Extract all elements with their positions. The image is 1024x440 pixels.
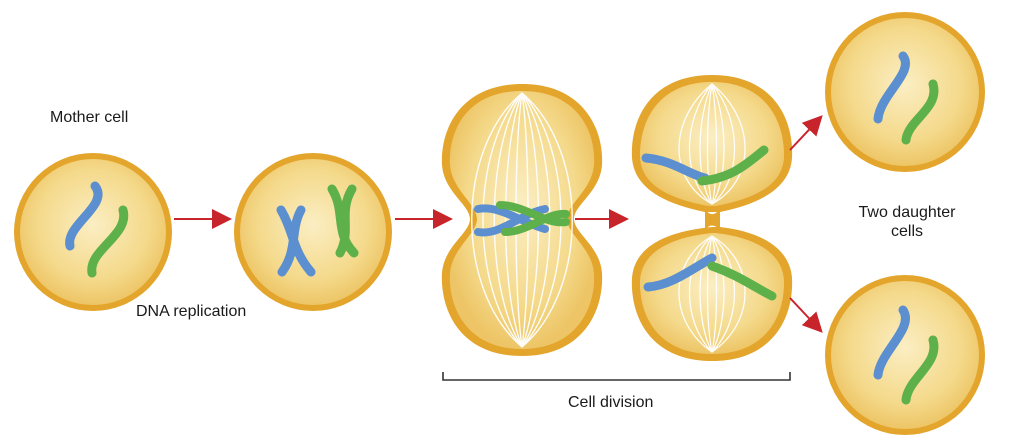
chromosome-blue-aligned-2 — [474, 205, 549, 237]
chromosome-green — [87, 205, 129, 278]
mother-cell-label: Mother cell — [50, 109, 129, 126]
chromosome-green-x-2 — [327, 184, 359, 258]
chromosome-blue-aligned-1 — [474, 204, 549, 233]
chromosome-blue — [873, 51, 910, 124]
chromosome-green — [901, 335, 939, 405]
spindle-fibers-top — [678, 83, 746, 205]
chromosome-green-top — [697, 145, 769, 186]
chromosome-blue — [65, 181, 103, 251]
metaphase-cell — [441, 84, 603, 356]
two-daughter-cells-label-line1: Two daughter — [858, 204, 956, 221]
chromosome-green-aligned-1 — [496, 201, 570, 227]
two-daughter-cells-label: Two daughter cells — [852, 203, 962, 241]
chromosome-blue-x-2 — [276, 205, 316, 277]
cell-division-label: Cell division — [568, 394, 654, 411]
replicated-cell — [234, 153, 392, 311]
dividing-cell — [631, 75, 793, 361]
chromosome-blue-bottom — [643, 253, 717, 292]
chromosome-blue — [873, 305, 910, 380]
chromosome-green-x-1 — [335, 184, 357, 258]
chromosome-green — [901, 79, 939, 145]
daughter-cell-bottom — [825, 275, 985, 435]
dna-replication-label: DNA replication — [136, 303, 247, 320]
two-daughter-cells-label-line2: cells — [890, 223, 923, 240]
daughter-cell-top — [825, 12, 985, 172]
spindle-fibers-bottom — [678, 235, 746, 353]
arrow-to-bottom-daughter — [789, 297, 823, 333]
arrow-to-top-daughter — [789, 115, 823, 151]
mother-cell — [14, 153, 172, 311]
chromosome-green-aligned-2 — [501, 209, 570, 236]
chromosome-green-bottom — [707, 261, 777, 301]
cell-division-bracket — [442, 372, 791, 381]
